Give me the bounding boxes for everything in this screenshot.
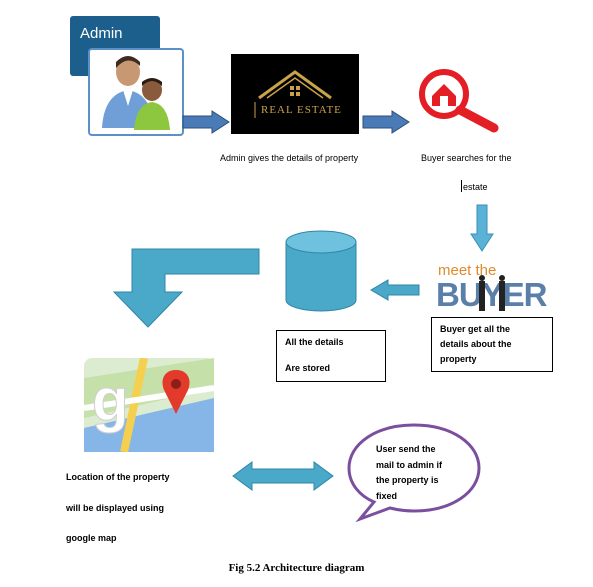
db-box-line1: All the details	[285, 337, 344, 347]
arrow-buyer-to-database	[370, 279, 420, 301]
arrow-database-to-map	[112, 248, 260, 328]
mail-line2: mail to admin if	[376, 460, 443, 470]
buyer-box-line3: property	[440, 354, 477, 364]
buyer-text: BUYER	[436, 276, 548, 313]
real-estate-logo: REAL ESTATE	[231, 54, 359, 134]
house-search-icon	[419, 69, 499, 133]
mail-speech-bubble	[347, 423, 481, 522]
location-line1: Location of the property	[66, 472, 170, 482]
admin-label: Admin	[80, 25, 123, 42]
realestate-caption: Admin gives the details of property	[220, 153, 359, 163]
location-line2: will be displayed using	[66, 503, 165, 513]
database-icon	[285, 230, 357, 312]
location-line3: google map	[66, 533, 117, 543]
mail-line1: User send the	[376, 444, 436, 454]
businessmen-icon	[479, 275, 505, 311]
double-arrow	[232, 461, 334, 491]
buyer-box-line2: details about the	[440, 339, 512, 349]
search-caption-line2: estate	[463, 182, 488, 192]
arrow-realestate-to-search	[362, 110, 410, 134]
mail-line3: the property is	[376, 475, 439, 485]
meet-the-text: meet the	[438, 262, 497, 279]
house-roof-icon	[254, 70, 332, 118]
buyer-info-box: Buyer get all the details about the prop…	[431, 317, 553, 372]
google-map-icon: g	[84, 358, 214, 452]
db-box-line2: Are stored	[285, 363, 331, 373]
figure-caption: Fig 5.2 Architecture diagram	[228, 562, 365, 574]
arrow-admin-to-realestate	[182, 110, 230, 134]
buyer-box-line1: Buyer get all the	[440, 324, 511, 334]
mail-line4: fixed	[376, 491, 398, 501]
meet-the-buyer-logo: meet the BUYER	[436, 262, 548, 316]
real-estate-logo-text: REAL ESTATE	[261, 104, 342, 116]
text-cursor	[461, 180, 462, 192]
search-caption-line1: Buyer searches for the	[421, 153, 512, 163]
svg-text:g: g	[92, 366, 129, 433]
admin-users-icon	[88, 48, 184, 136]
storage-info-box: All the details Are stored	[276, 330, 386, 382]
arrow-search-to-buyer	[470, 204, 494, 252]
